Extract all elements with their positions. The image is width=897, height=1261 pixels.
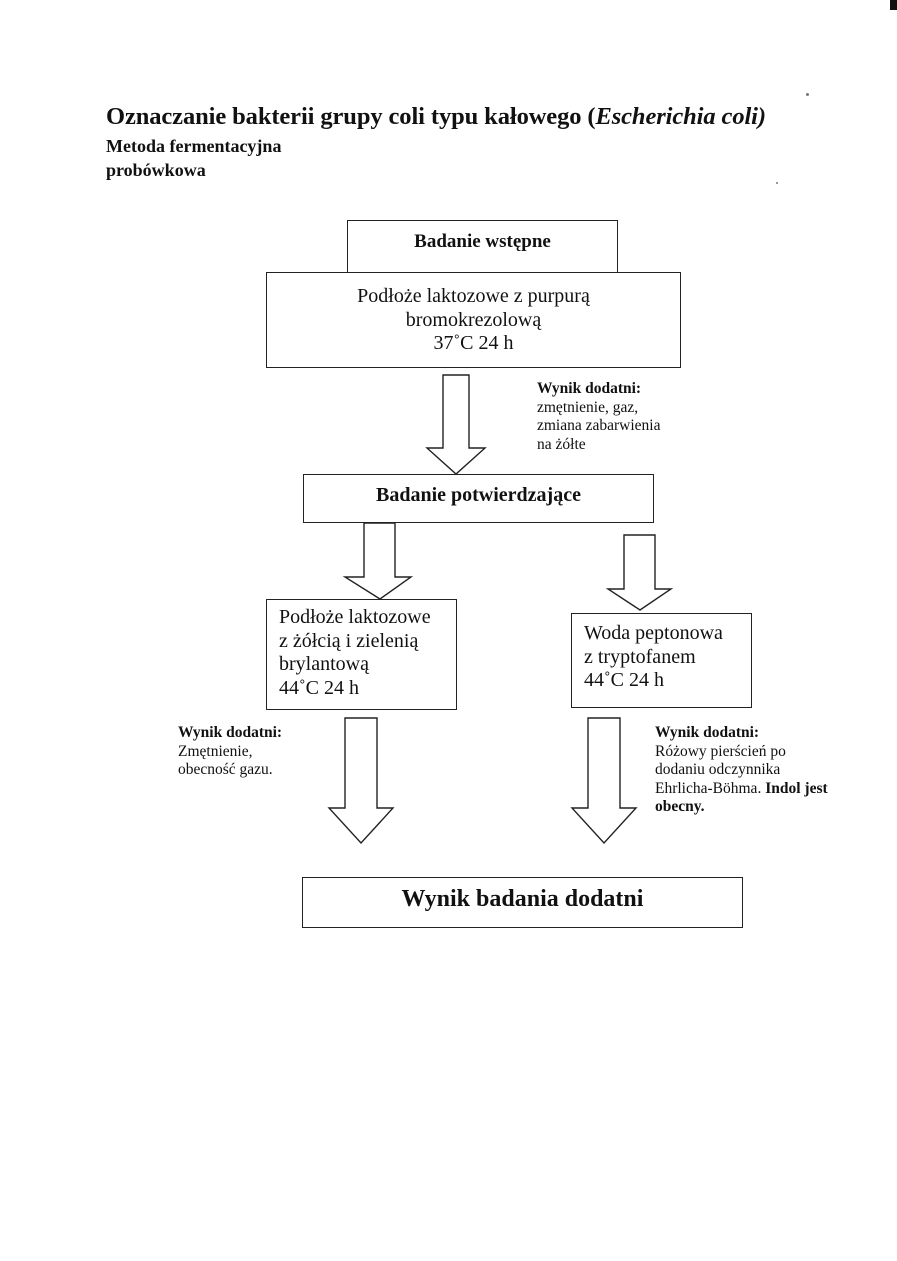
- bile-green-medium-box: Podłoże laktozowe z żółcią i zielenią br…: [266, 599, 457, 710]
- result-line: obecność gazu.: [178, 761, 273, 778]
- scan-speck: [806, 93, 809, 96]
- incubation-conditions: 44˚C 24 h: [279, 676, 359, 699]
- medium-line: Podłoże laktozowe: [279, 606, 431, 628]
- result-line: Zmętnienie,: [178, 742, 253, 760]
- medium-line: Woda peptonowa: [584, 622, 723, 644]
- method-subtitle-line1: Metoda fermentacyjna: [106, 136, 282, 156]
- result-line: dodaniu odczynnika: [655, 761, 781, 778]
- document-title: Oznaczanie bakterii grupy coli typu kało…: [106, 103, 766, 131]
- result-line: Ehrlicha-Böhma.: [655, 779, 766, 797]
- preliminary-medium-box: Podłoże laktozowe z purpurą bromokrezolo…: [266, 272, 681, 368]
- arrow-down-icon: [605, 534, 674, 611]
- result-line: zmętnienie, gaz,: [537, 398, 639, 416]
- confirmatory-test-heading: Badanie potwierdzające: [303, 474, 654, 523]
- incubation-conditions: 37˚C 24 h: [433, 332, 514, 354]
- result-label: Wynik dodatni:: [537, 380, 642, 397]
- arrow-down-icon: [570, 717, 638, 845]
- medium-line: z żółcią i zielenią: [279, 629, 419, 652]
- peptone-water-box: Woda peptonowa z tryptofanem 44˚C 24 h: [571, 613, 752, 708]
- arrow-down-icon: [342, 522, 414, 600]
- left-result-note: Wynik dodatni: Zmętnienie, obecność gazu…: [178, 724, 282, 780]
- indole-statement-end: obecny.: [655, 798, 705, 815]
- indole-statement: Indol jest: [765, 779, 828, 797]
- scan-corner-mark: [890, 0, 897, 10]
- right-result-note: Wynik dodatni: Różowy pierścień po dodan…: [655, 724, 828, 817]
- result-line: Różowy pierścień po: [655, 742, 786, 760]
- arrow-down-icon: [327, 717, 395, 845]
- result-line: na żółte: [537, 435, 586, 453]
- medium-name-line2: bromokrezolową: [405, 308, 542, 331]
- result-label: Wynik dodatni:: [655, 724, 760, 741]
- result-line: zmiana zabarwienia: [537, 417, 661, 434]
- preliminary-result-note: Wynik dodatni: zmętnienie, gaz, zmiana z…: [537, 380, 661, 454]
- method-subtitle-line2: probówkowa: [106, 160, 206, 180]
- medium-line: brylantową: [279, 653, 369, 675]
- incubation-conditions: 44˚C 24 h: [584, 669, 664, 691]
- medium-name-line1: Podłoże laktozowe z purpurą: [357, 285, 590, 307]
- medium-line: z tryptofanem: [584, 645, 696, 668]
- scan-speck: [776, 182, 778, 184]
- arrow-down-icon: [425, 374, 487, 475]
- preliminary-test-heading: Badanie wstępne: [347, 220, 618, 273]
- title-text: Oznaczanie bakterii grupy coli typu kało…: [106, 103, 596, 130]
- final-result-box: Wynik badania dodatni: [302, 877, 743, 928]
- title-species: Escherichia coli): [595, 103, 766, 130]
- result-label: Wynik dodatni:: [178, 724, 283, 741]
